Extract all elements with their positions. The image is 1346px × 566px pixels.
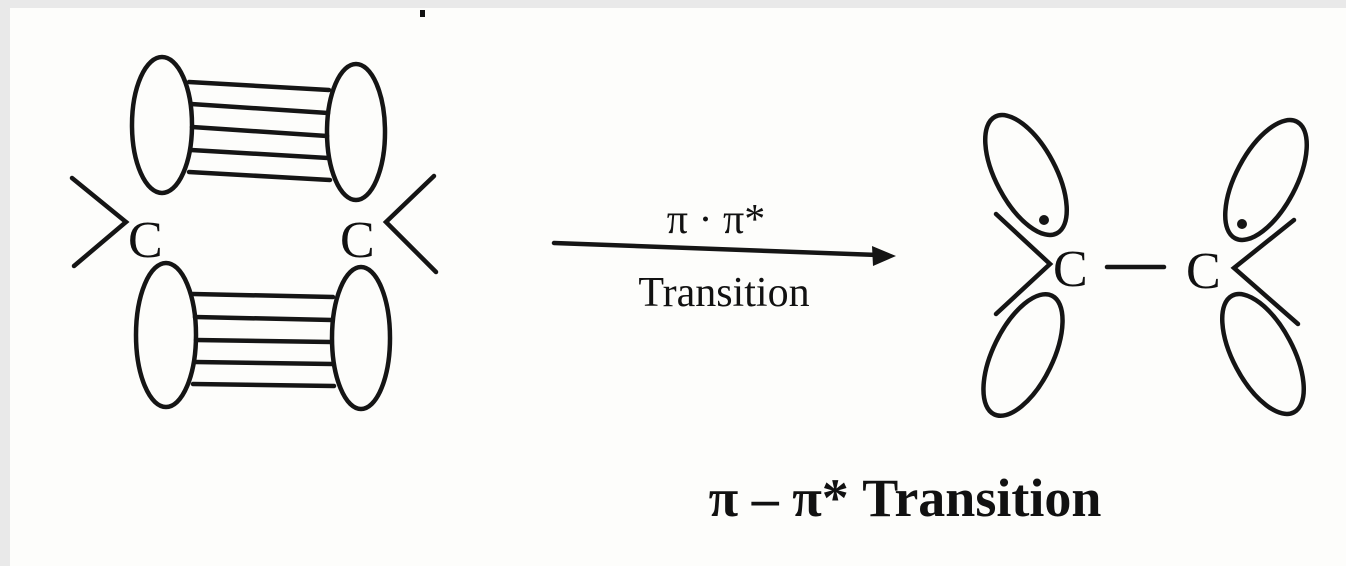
lower-overlap-line <box>192 359 335 367</box>
left-carbon-substituent-bonds <box>69 175 130 269</box>
left-carbon-label: C <box>128 212 163 269</box>
upper-left-p-orbital <box>129 54 195 196</box>
lower-right-p-orbital <box>329 264 393 412</box>
lower-left-p-orbital <box>133 260 199 410</box>
right-lower-p-orbital <box>1219 291 1307 417</box>
unpaired-electron-right <box>1237 219 1247 229</box>
upper-overlap-line <box>186 169 333 183</box>
right-carbon-label: C <box>1186 243 1221 300</box>
print-speck <box>420 10 425 17</box>
paper-background <box>10 8 1346 566</box>
upper-right-p-orbital <box>324 61 388 203</box>
right-upper-p-orbital <box>1222 117 1310 243</box>
right-carbon-label: C <box>340 212 375 269</box>
left-carbon-label: C <box>1053 241 1088 298</box>
right-molecule: C C <box>981 112 1310 419</box>
left-upper-p-orbital <box>982 112 1070 238</box>
unpaired-electron-left <box>1039 215 1049 225</box>
right-carbon-substituent-bonds <box>382 173 439 275</box>
arrow-top-label: π · π* <box>667 197 765 243</box>
lower-overlap-line <box>190 291 336 300</box>
left-lower-p-orbital <box>981 291 1065 419</box>
lower-overlap-line <box>190 381 337 389</box>
upper-overlap-line <box>189 124 330 139</box>
arrow-bottom-label: Transition <box>638 270 809 316</box>
upper-overlap-line <box>188 147 331 161</box>
transition-arrow: π · π* Transition <box>551 197 896 316</box>
upper-overlap-line <box>188 101 331 116</box>
right-carbon-substituent-bonds <box>1230 217 1301 327</box>
lower-overlap-line <box>192 314 335 323</box>
left-molecule: C C <box>69 54 439 412</box>
diagram-caption: π – π* Transition <box>709 468 1102 528</box>
lower-overlap-line <box>193 337 334 345</box>
arrow-head <box>872 246 896 266</box>
arrow-shaft <box>551 240 881 258</box>
upper-overlap-line <box>186 79 332 93</box>
left-carbon-substituent-bonds <box>993 211 1054 317</box>
